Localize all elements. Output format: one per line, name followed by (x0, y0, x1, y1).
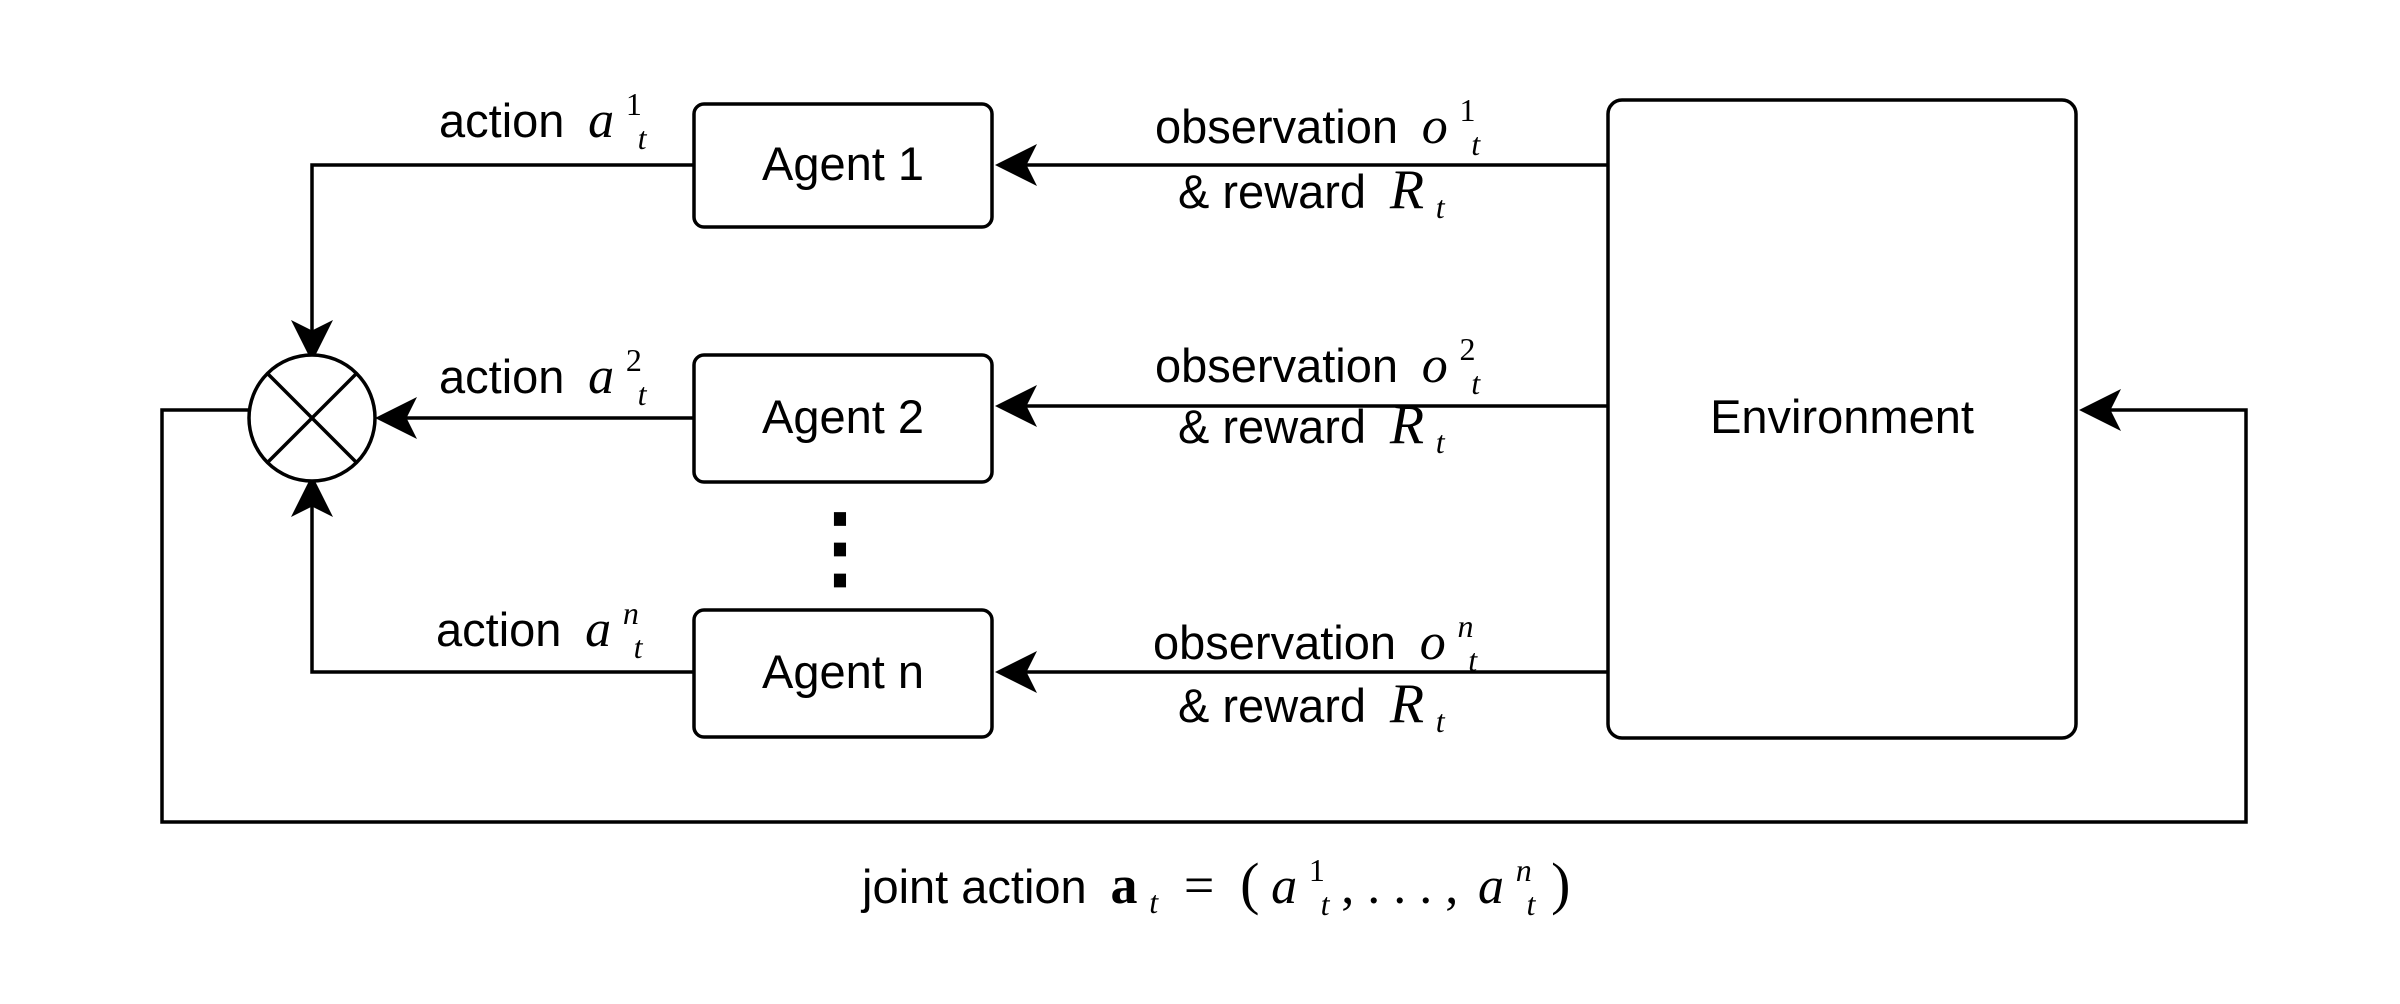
agents-ellipsis: ⋮ (795, 499, 885, 598)
agent-label-n: Agent n (762, 645, 924, 698)
agent-label-2: Agent 2 (762, 390, 924, 443)
combiner-node (247, 353, 377, 483)
agent-box-n: Agent n (692, 608, 994, 739)
action-arrow-1 (291, 163, 694, 362)
observation-label-n: observation o n t (1153, 596, 1485, 678)
action-label-2: action a 2 t (439, 330, 654, 412)
agent-label-1: Agent 1 (762, 137, 924, 190)
environment-box: Environment (1606, 98, 2078, 740)
reward-label-2: & reward R t (1178, 394, 1446, 460)
agent-box-2: Agent 2 (692, 353, 994, 484)
action-label-n: action a n t (436, 583, 651, 665)
joint-action-loop (160, 389, 2248, 824)
joint-action-caption: joint action a t = ( a 1 t , . . . , a n… (860, 840, 1571, 926)
reward-label-n: & reward R t (1178, 673, 1446, 739)
observation-label-2: observation o 2 t (1155, 319, 1487, 401)
action-arrow-n (291, 475, 694, 674)
connectors (160, 144, 2248, 824)
environment-label: Environment (1710, 390, 1974, 443)
reward-label-1: & reward R t (1178, 159, 1446, 225)
agent-box-1: Agent 1 (692, 102, 994, 229)
action-label-1: action a 1 t (439, 74, 654, 156)
observation-label-1: observation o 1 t (1155, 80, 1487, 162)
